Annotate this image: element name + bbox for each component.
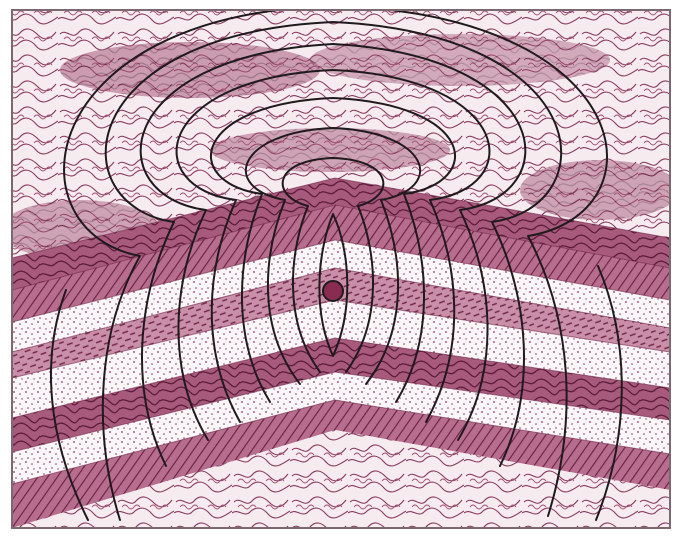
- overburden-patch: [310, 34, 610, 86]
- central-focus-dot: [323, 281, 343, 301]
- anticline-rock-strata: [0, 10, 676, 528]
